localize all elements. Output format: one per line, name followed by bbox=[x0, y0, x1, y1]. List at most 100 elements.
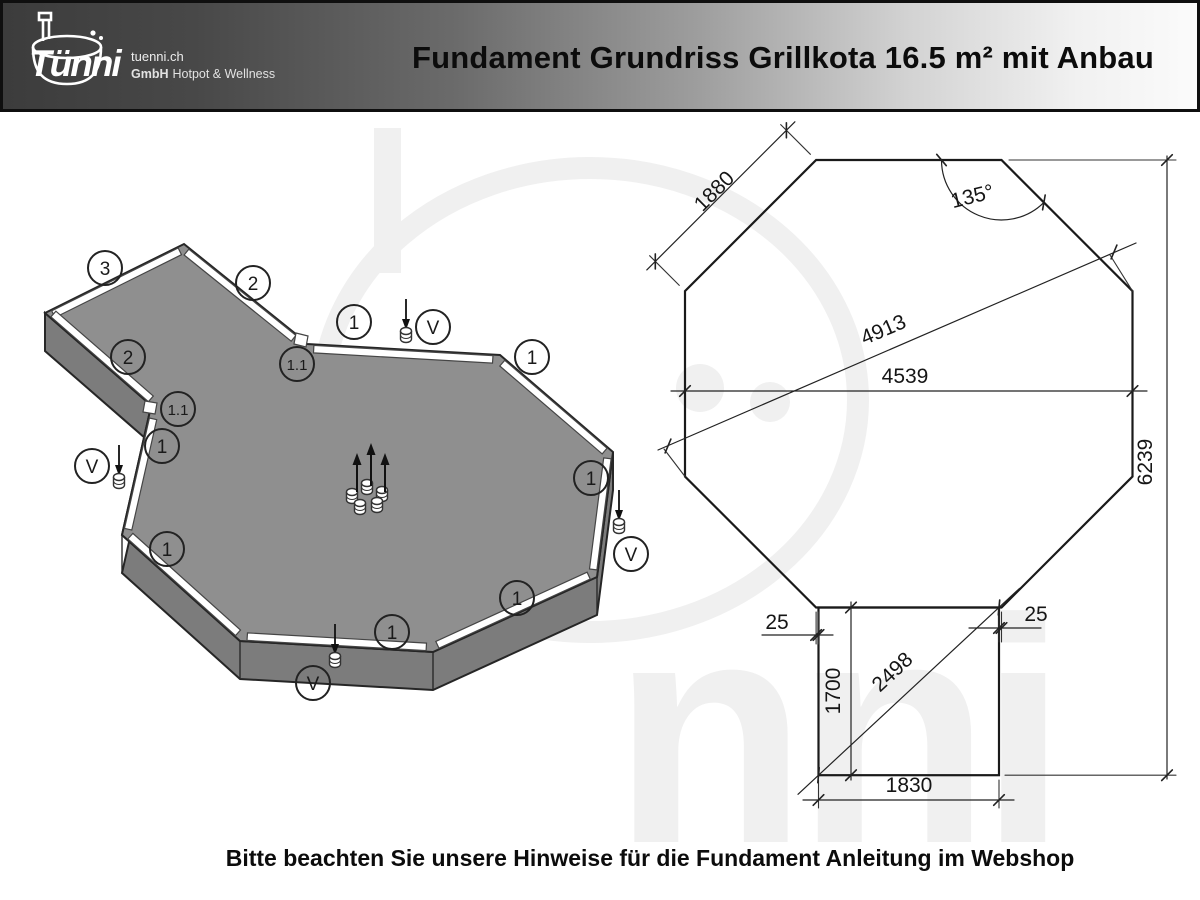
down-arrow-head bbox=[115, 465, 123, 476]
anchor-bolt-top bbox=[328, 651, 342, 661]
anchor-bolt-ring bbox=[371, 504, 383, 509]
tick-mark bbox=[812, 628, 825, 642]
part-label-1: 1 bbox=[144, 428, 180, 464]
svg-text:1.1: 1.1 bbox=[168, 402, 189, 419]
anchor-bolt-top bbox=[112, 472, 126, 482]
anchor-bolt-top bbox=[612, 517, 626, 527]
dim-line-1880 bbox=[646, 121, 796, 271]
tick-mark bbox=[935, 153, 948, 167]
svg-text:1: 1 bbox=[527, 348, 538, 369]
svg-text:2: 2 bbox=[123, 348, 134, 369]
down-arrow-head bbox=[615, 510, 623, 521]
anchor-bolts bbox=[112, 299, 626, 669]
svg-text:1: 1 bbox=[387, 623, 398, 644]
dim-text-1700: 1700 bbox=[822, 668, 845, 715]
tick-mark bbox=[1160, 769, 1174, 782]
dim-text-135: 135° bbox=[949, 180, 997, 213]
anchor-bolt-top bbox=[345, 487, 359, 497]
dim-text-4913: 4913 bbox=[857, 310, 909, 349]
anchor-bolt-top bbox=[353, 498, 367, 508]
down-arrow-head bbox=[331, 644, 339, 655]
anchor-label-v: V bbox=[415, 309, 451, 345]
tick-mark bbox=[1160, 153, 1174, 167]
tick-mark bbox=[997, 599, 1001, 616]
part-label-1: 1 bbox=[336, 304, 372, 340]
extension-lines bbox=[649, 124, 1177, 809]
anchor-bolt-ring bbox=[329, 659, 341, 664]
part-label-2: 2 bbox=[235, 265, 271, 301]
logo-wordmark: Tünni bbox=[29, 43, 122, 84]
tick-mark bbox=[992, 621, 1006, 635]
watermark-text: nni bbox=[612, 552, 1056, 900]
tick-mark bbox=[812, 793, 825, 807]
svg-text:1: 1 bbox=[162, 540, 173, 561]
anchor-bolt-ring bbox=[113, 480, 125, 485]
rail-segment bbox=[434, 571, 591, 649]
bubble-icon bbox=[99, 36, 103, 40]
watermark-dot bbox=[676, 364, 724, 412]
part-label-1: 1 bbox=[514, 339, 550, 375]
dim-text-25-left: 25 bbox=[765, 611, 788, 634]
svg-text:V: V bbox=[307, 674, 320, 695]
dim-text-4539: 4539 bbox=[882, 365, 929, 388]
tick-mark bbox=[844, 601, 858, 614]
iso-part-labels: 3 2 2 1.1 1.1 1 1 1 1 1 1 1 V V V V bbox=[74, 250, 649, 701]
svg-text:V: V bbox=[86, 457, 99, 478]
anchor-bolt-ring bbox=[376, 493, 388, 498]
dimension-ticks bbox=[654, 122, 1174, 807]
anchor-bolt-ring bbox=[613, 525, 625, 530]
dim-line-4913 bbox=[657, 242, 1137, 451]
svg-text:3: 3 bbox=[100, 259, 111, 280]
hot-tub-icon bbox=[31, 11, 103, 86]
tick-mark bbox=[816, 766, 821, 784]
rail-segment bbox=[50, 310, 155, 403]
svg-text:1: 1 bbox=[512, 589, 523, 610]
part-label-1-1: 1.1 bbox=[279, 346, 315, 382]
part-label-3: 3 bbox=[87, 250, 123, 286]
part-label-1: 1 bbox=[149, 531, 185, 567]
svg-text:V: V bbox=[625, 545, 638, 566]
anchor-bolt-top bbox=[370, 496, 384, 506]
anchor-bolt-top bbox=[399, 326, 413, 336]
anchor-bolt-ring bbox=[346, 495, 358, 500]
part-label-1: 1 bbox=[374, 614, 410, 650]
tick-mark bbox=[809, 628, 823, 642]
dim-text-1830: 1830 bbox=[886, 774, 933, 797]
up-arrow-head bbox=[380, 453, 390, 465]
tick-mark bbox=[1126, 384, 1139, 398]
svg-text:2: 2 bbox=[248, 274, 259, 295]
iso-foundation-view: 3 2 2 1.1 1.1 1 1 1 1 1 1 1 V V V V bbox=[43, 242, 649, 701]
part-label-1: 1 bbox=[573, 460, 609, 496]
plan-view: 1880 135° 4913 4539 6239 25 25 2498 1700… bbox=[646, 121, 1177, 809]
dim-line-2498 bbox=[797, 587, 1021, 795]
dim-text-25-right: 25 bbox=[1024, 603, 1047, 626]
tick-mark bbox=[992, 793, 1006, 807]
svg-text:V: V bbox=[427, 318, 440, 339]
tick-mark bbox=[995, 621, 1008, 635]
anchor-bolt-ring bbox=[354, 506, 366, 511]
anchor-label-v: V bbox=[613, 536, 649, 572]
dim-text-6239: 6239 bbox=[1134, 439, 1157, 486]
svg-text:1.1: 1.1 bbox=[287, 357, 308, 374]
down-arrow-head bbox=[402, 319, 410, 330]
angle-arc-135 bbox=[940, 159, 1045, 221]
tick-mark bbox=[1110, 244, 1118, 260]
dimension-lines bbox=[646, 121, 1168, 801]
anchor-bolt-top bbox=[360, 478, 374, 488]
bubble-icon bbox=[90, 30, 96, 36]
up-arrow-head bbox=[366, 443, 376, 455]
part-label-2: 2 bbox=[110, 339, 146, 375]
rail-segment bbox=[312, 344, 494, 364]
tick-mark bbox=[844, 769, 858, 782]
brand-domain: tuenni.ch bbox=[131, 49, 184, 64]
svg-text:1: 1 bbox=[349, 313, 360, 334]
rail-segment bbox=[127, 532, 242, 637]
slab-top-face bbox=[43, 242, 615, 654]
anchor-label-v: V bbox=[74, 448, 110, 484]
rail-segment bbox=[123, 417, 158, 531]
anchor-bolt-ring bbox=[361, 486, 373, 491]
